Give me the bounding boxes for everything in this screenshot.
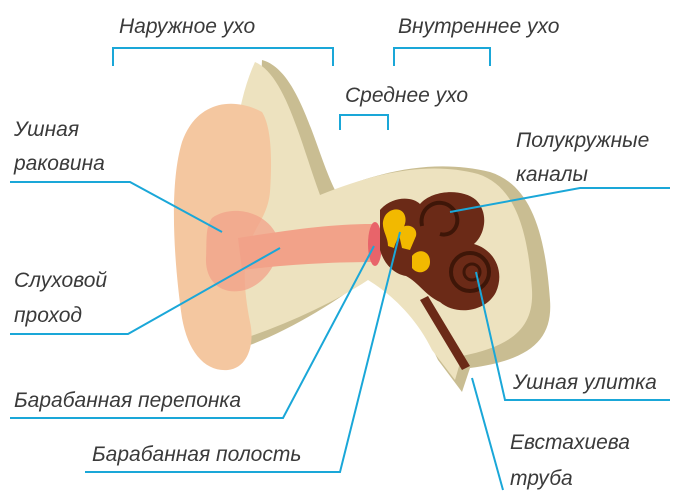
auricle-label-line1: Ушная: [14, 117, 79, 142]
eustachian-tube-label-line2: труба: [510, 466, 573, 491]
ear-canal-label-line2: проход: [14, 303, 82, 328]
inner-ear-bracket: [394, 48, 490, 66]
outer-ear-label: Наружное ухо: [119, 14, 255, 39]
cochlea-label: Ушная улитка: [513, 370, 657, 395]
semicircular-canals-label-line2: каналы: [516, 162, 588, 187]
middle-ear-label: Среднее ухо: [345, 83, 468, 108]
tympanic-cavity-label: Барабанная полость: [92, 442, 301, 467]
eardrum-shape: [368, 222, 382, 266]
eustachian-tube-label-line1: Евстахиева: [510, 430, 630, 455]
semicircular-canals-label-line1: Полукружные: [516, 128, 649, 153]
ossicle-stapes: [412, 251, 430, 272]
ear-canal-label-line1: Слуховой: [14, 268, 107, 293]
outer-ear-bracket: [113, 48, 333, 66]
eustachian-tube-leader: [472, 378, 503, 490]
middle-ear-bracket: [340, 115, 388, 130]
inner-ear-label: Внутреннее ухо: [398, 14, 559, 39]
auricle-label-line2: раковина: [14, 151, 105, 176]
eardrum-label: Барабанная перепонка: [14, 388, 241, 413]
